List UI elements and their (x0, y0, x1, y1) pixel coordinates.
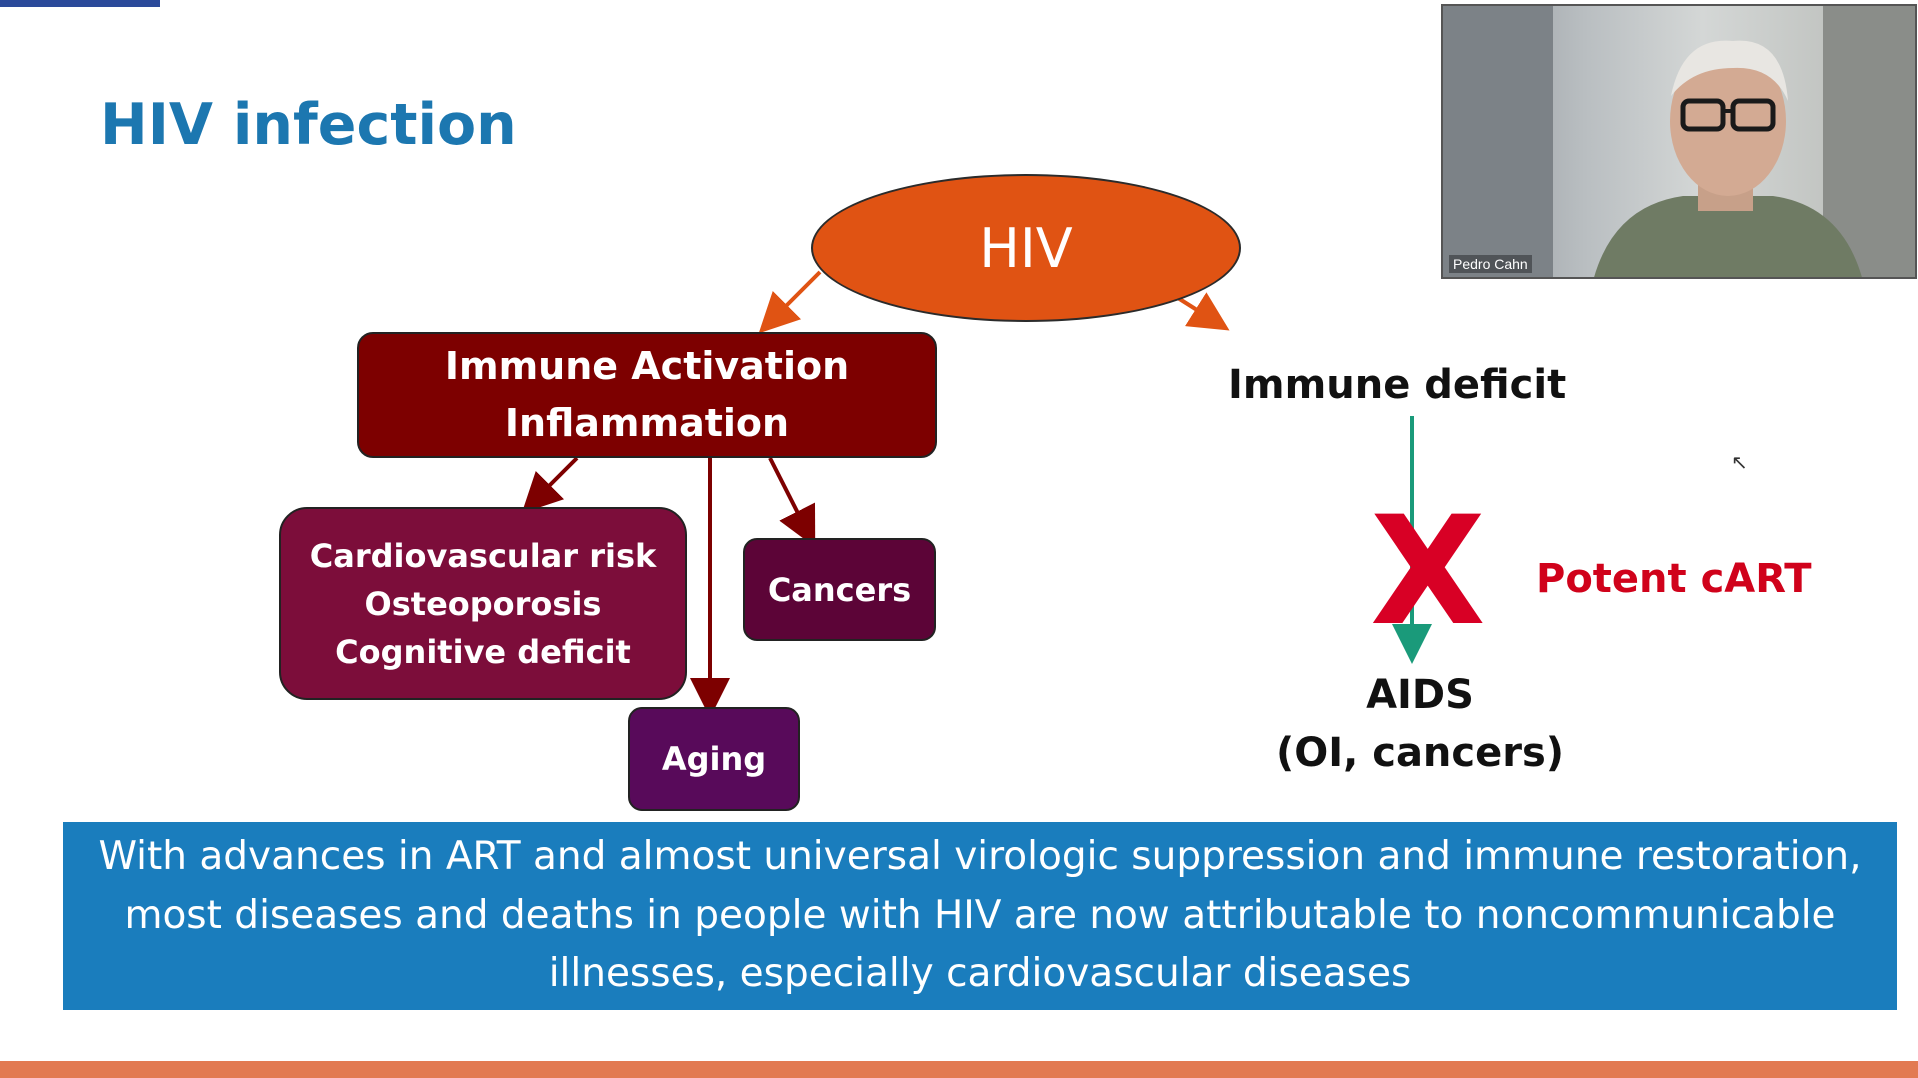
immune-deficit-label: Immune deficit (1228, 362, 1567, 408)
potent-cart-label: Potent cART (1536, 556, 1812, 602)
immune-activation-node: Immune Activation Inflammation (357, 332, 937, 458)
hiv-node: HIV (811, 174, 1241, 322)
arrow-activation-to-cancers (768, 457, 816, 548)
speaker-video-tile[interactable]: Pedro Cahn (1441, 4, 1917, 279)
speaker-avatar (1443, 6, 1915, 277)
aids-label: AIDS (OI, cancers) (1270, 666, 1570, 782)
slide-title: HIV infection (100, 92, 517, 158)
cardio-line1: Cardiovascular risk (309, 536, 657, 575)
cardio-risk-node: Cardiovascular risk Osteoporosis Cogniti… (279, 507, 687, 700)
immune-activation-line2: Inflammation (504, 401, 790, 445)
aging-label: Aging (661, 740, 767, 778)
cardio-line2: Osteoporosis (364, 584, 602, 623)
mouse-cursor-icon: ↖ (1731, 450, 1748, 474)
aids-line2: (OI, cancers) (1275, 730, 1565, 776)
arrow-hiv-to-activation (758, 270, 822, 334)
cardio-line3: Cognitive deficit (335, 632, 631, 671)
cancers-node: Cancers (743, 538, 936, 641)
speaker-name-label: Pedro Cahn (1449, 255, 1532, 273)
x-mark-icon: X (1370, 485, 1486, 659)
aging-node: Aging (628, 707, 800, 811)
top-accent-bar (0, 0, 160, 7)
immune-activation-line1: Immune Activation (444, 344, 850, 388)
arrow-activation-to-cardio (521, 456, 579, 514)
bottom-accent-bar (0, 1061, 1918, 1078)
arrow-hiv-to-deficit (1176, 292, 1230, 331)
summary-banner-text: With advances in ART and almost universa… (98, 834, 1862, 997)
cancers-label: Cancers (767, 570, 912, 609)
hiv-label: HIV (979, 216, 1073, 280)
summary-banner: With advances in ART and almost universa… (63, 822, 1897, 1010)
aids-line1: AIDS (1366, 672, 1474, 718)
